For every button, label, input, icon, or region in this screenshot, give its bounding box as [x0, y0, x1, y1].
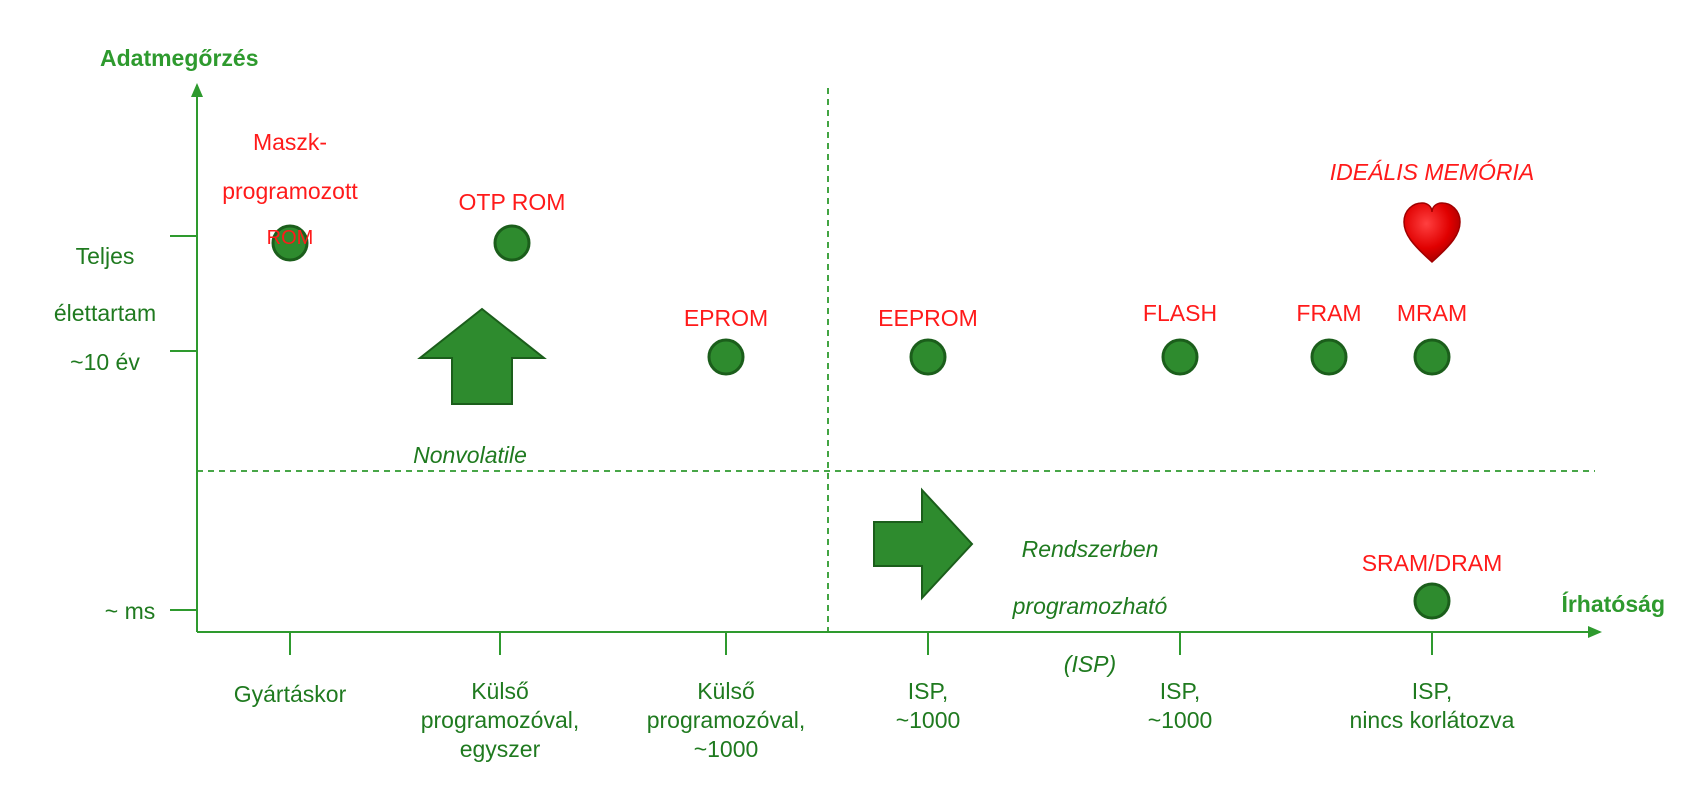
isp-line1: Rendszerben	[1021, 535, 1159, 562]
x-label-isp-1000-a: ISP, ~1000	[895, 678, 961, 733]
mask-rom-label: Maszk- programozott ROM	[200, 108, 380, 271]
heart-icon	[1403, 202, 1461, 264]
eprom-label: EPROM	[683, 305, 769, 331]
y-label-ten-years: ~10 év	[70, 349, 140, 375]
dot-fram	[1310, 338, 1348, 376]
y-label-full-line1: Teljes	[75, 242, 135, 269]
y-axis-title: Adatmegőrzés	[100, 45, 259, 71]
isp-line2: programozható	[1012, 593, 1168, 620]
mask-rom-line2: programozott	[222, 177, 358, 204]
mram-label: MRAM	[1396, 300, 1468, 326]
flash-label: FLASH	[1142, 300, 1218, 326]
otp-rom-label: OTP ROM	[458, 189, 566, 215]
mask-rom-line3: ROM	[266, 226, 314, 249]
x-axis-title: Írhatóság	[1561, 591, 1665, 617]
x-label-isp-unlimited: ISP, nincs korlátozva	[1349, 678, 1515, 733]
nonvolatile-label: Nonvolatile	[413, 442, 527, 468]
isp-line3: (ISP)	[1063, 650, 1117, 677]
fram-label: FRAM	[1296, 300, 1362, 326]
isp-region-label: Rendszerben programozható (ISP)	[990, 506, 1190, 707]
dot-eprom	[707, 338, 745, 376]
x-label-ext-once: Külső programozóval, egyszer	[420, 678, 580, 762]
sram-dram-label: SRAM/DRAM	[1361, 550, 1503, 576]
dot-eeprom	[909, 338, 947, 376]
y-label-full-line2: élettartam	[53, 300, 157, 327]
dot-sram-dram	[1413, 582, 1451, 620]
ideal-memory-label: IDEÁLIS MEMÓRIA	[1329, 159, 1535, 185]
y-label-full-lifetime: Teljes élettartam	[40, 213, 170, 357]
up-arrow-icon	[417, 307, 547, 405]
mask-rom-line1: Maszk-	[252, 129, 328, 155]
dot-mram	[1413, 338, 1451, 376]
x-label-isp-1000-b: ISP, ~1000	[1147, 678, 1213, 733]
dot-mask-rom	[271, 224, 309, 262]
right-arrow-icon	[873, 487, 974, 601]
dot-otp-rom	[493, 224, 531, 262]
x-label-ext-1000: Külső programozóval, ~1000	[646, 678, 806, 762]
eeprom-label: EEPROM	[878, 305, 978, 331]
x-label-factory: Gyártáskor	[233, 681, 347, 707]
dot-flash	[1161, 338, 1199, 376]
y-label-ms: ~ ms	[104, 598, 156, 624]
